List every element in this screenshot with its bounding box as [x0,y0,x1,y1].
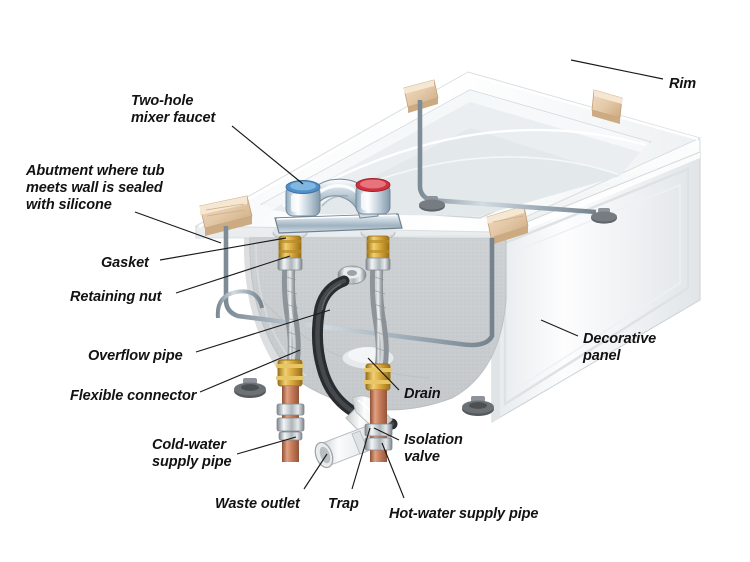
foot-far-right [591,208,617,224]
leader-rim [570,59,664,80]
label-overflow-pipe: Overflow pipe [88,348,183,364]
hot-handle [355,178,391,215]
timber-block-left [199,195,253,236]
label-waste-outlet: Waste outlet [215,496,300,512]
leader-hot-water-supply [381,442,405,499]
timber-block-mid [403,79,439,113]
compression-nut-cold-top [277,257,303,271]
leader-decorative-panel [540,319,579,337]
leader-isolation-valve [373,427,400,441]
leader-flexible-connector [199,349,301,393]
leader-overflow-pipe [195,309,331,353]
label-hot-water-supply-pipe: Hot-water supply pipe [389,506,539,522]
adjustable-feet [234,196,617,416]
label-drain: Drain [404,386,441,402]
cold-handle [285,180,321,217]
mixer-faucet-graphic [274,178,403,234]
leader-waste-outlet [303,453,328,490]
compression-nut-hot-top [365,257,391,271]
leader-drain [367,357,400,391]
leader-cold-water-supply [236,436,297,455]
label-isolation-valve: Isolation valve [404,432,463,466]
retaining-nut-hot [366,235,390,261]
label-decorative-panel: Decorative panel [583,331,657,365]
label-two-hole-mixer-faucet: Two-hole mixer faucet [131,93,216,127]
foot-left [234,378,266,398]
leader-lines [134,59,664,499]
label-retaining-nut: Retaining nut [70,289,162,305]
foot-far-left [419,196,445,212]
leader-trap [351,427,371,490]
timber-block-right-near [486,205,529,245]
leader-retaining-nut [175,255,291,294]
hot-water-supply-assembly [360,225,396,462]
leader-abutment-silicone [134,211,222,244]
timber-support-blocks [199,79,623,245]
isolation-valve-hot [364,363,392,391]
label-trap: Trap [328,496,359,512]
compression-coupler-cold [276,403,305,441]
foot-right [462,396,494,416]
timber-block-right-far [591,89,623,124]
isolation-valve-cold [276,359,304,387]
label-gasket: Gasket [101,255,149,271]
flexible-connector-hot [369,245,389,373]
label-abutment-silicone: Abutment where tub meets wall is sealed … [26,163,165,214]
leader-gasket [159,237,287,261]
label-cold-water-supply-pipe: Cold-water supply pipe [152,437,232,471]
leader-two-hole-mixer-faucet [231,125,304,185]
label-flexible-connector: Flexible connector [70,388,197,404]
label-rim: Rim [669,76,697,92]
